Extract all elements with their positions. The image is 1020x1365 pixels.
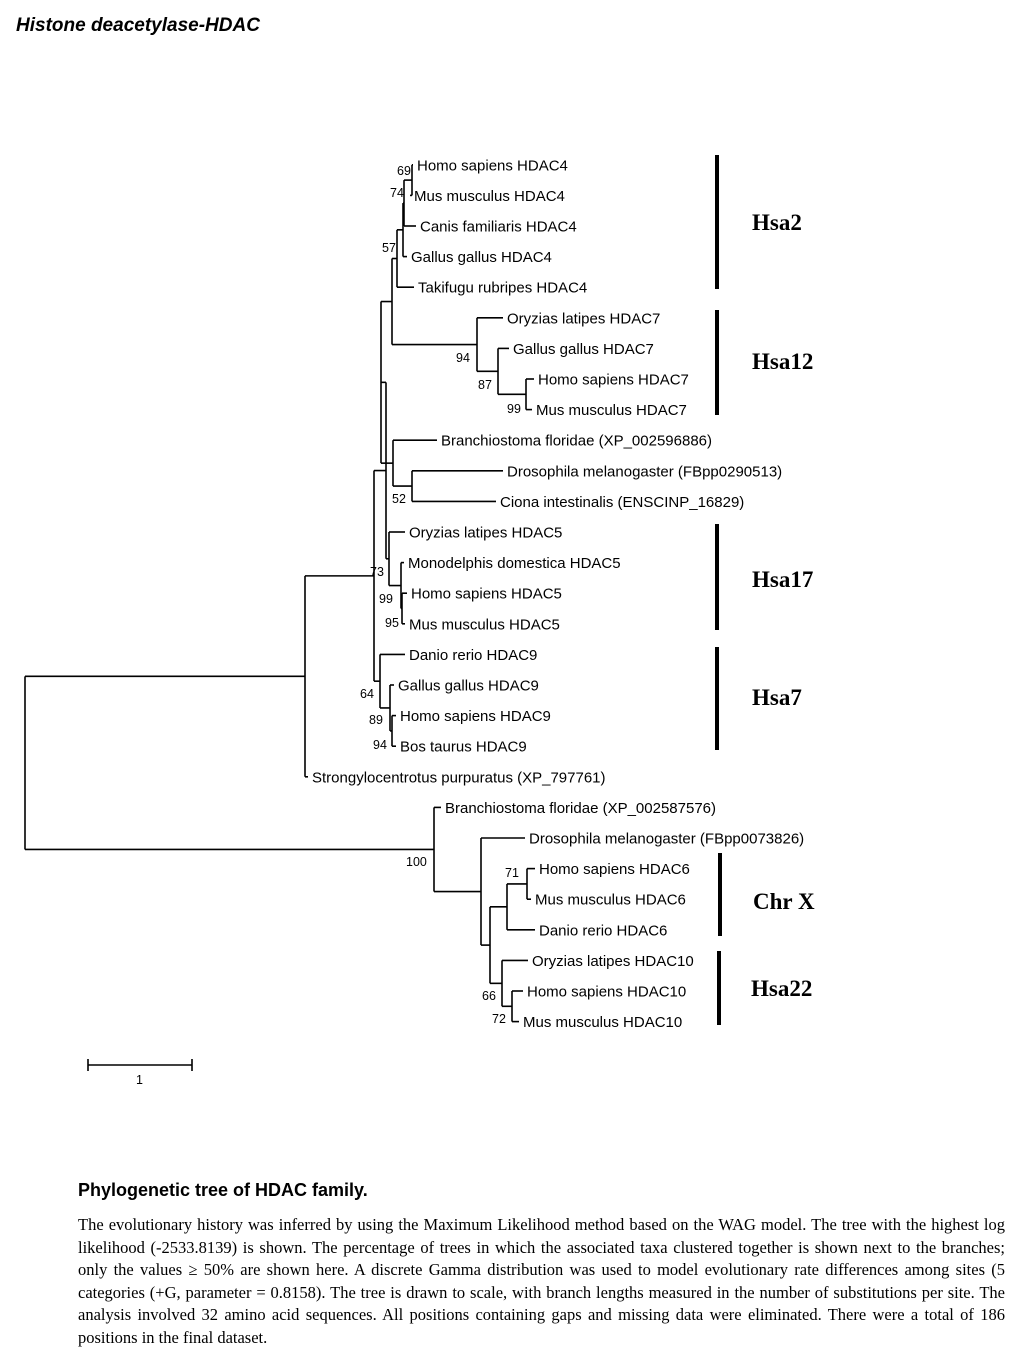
taxon-label-branchiostoma-floridae-xp-002596886: Branchiostoma floridae (XP_002596886)	[441, 433, 712, 450]
chromosome-label-hsa2: Hsa2	[752, 210, 802, 235]
taxon-label-homo-sapiens-hdac5: Homo sapiens HDAC5	[411, 586, 562, 603]
taxon-label-branchiostoma-floridae-xp-002587576: Branchiostoma floridae (XP_002587576)	[445, 800, 716, 817]
bootstrap-value: 94	[456, 351, 470, 365]
bootstrap-value: 52	[392, 492, 406, 506]
taxon-label-drosophila-melanogaster-fbpp0073826: Drosophila melanogaster (FBpp0073826)	[529, 831, 804, 848]
bootstrap-value: 99	[507, 402, 521, 416]
taxon-label-mus-musculus-hdac4: Mus musculus HDAC4	[414, 188, 565, 205]
bootstrap-value: 100	[406, 855, 427, 869]
taxon-label-drosophila-melanogaster-fbpp0290513: Drosophila melanogaster (FBpp0290513)	[507, 463, 782, 480]
taxon-label-danio-rerio-hdac6: Danio rerio HDAC6	[539, 922, 667, 939]
taxon-label-oryzias-latipes-hdac5: Oryzias latipes HDAC5	[409, 525, 562, 542]
taxon-label-danio-rerio-hdac9: Danio rerio HDAC9	[409, 647, 537, 664]
taxon-label-mus-musculus-hdac5: Mus musculus HDAC5	[409, 616, 560, 633]
bootstrap-values: 69 74 57 99 87 94 52 95 99 73 94 89 64 71 72 66 100	[360, 164, 521, 1026]
bootstrap-value: 57	[382, 241, 396, 255]
bootstrap-value: 72	[492, 1012, 506, 1026]
taxon-label-mus-musculus-hdac10: Mus musculus HDAC10	[523, 1014, 682, 1031]
taxon-label-mus-musculus-hdac6: Mus musculus HDAC6	[535, 892, 686, 909]
chromosome-label-chr-x: Chr X	[753, 889, 815, 914]
taxon-label-bos-taurus-hdac9: Bos taurus HDAC9	[400, 739, 527, 756]
bootstrap-value: 64	[360, 687, 374, 701]
figure-caption-body: The evolutionary history was inferred by…	[78, 1215, 1005, 1347]
bootstrap-value: 66	[482, 989, 496, 1003]
chromosome-label-hsa12: Hsa12	[752, 349, 813, 374]
taxon-label-homo-sapiens-hdac9: Homo sapiens HDAC9	[400, 708, 551, 725]
taxon-label-oryzias-latipes-hdac7: Oryzias latipes HDAC7	[507, 310, 660, 327]
taxon-label-ciona-intestinalis-enscinp-16829: Ciona intestinalis (ENSCINP_16829)	[500, 494, 744, 511]
chromosome-label-hsa22: Hsa22	[751, 976, 812, 1001]
bootstrap-value: 95	[385, 616, 399, 630]
taxon-label-oryzias-latipes-hdac10: Oryzias latipes HDAC10	[532, 953, 694, 970]
chromosome-label-hsa17: Hsa17	[752, 567, 813, 592]
taxon-label-homo-sapiens-hdac10: Homo sapiens HDAC10	[527, 984, 686, 1001]
taxon-label-homo-sapiens-hdac7: Homo sapiens HDAC7	[538, 372, 689, 389]
tree-branches	[24, 164, 535, 1023]
bootstrap-value: 87	[478, 378, 492, 392]
taxon-label-strongylocentrotus-purpuratus-xp-797761: Strongylocentrotus purpuratus (XP_797761…	[312, 769, 606, 786]
chromosome-label-hsa7: Hsa7	[752, 685, 802, 710]
bootstrap-value: 74	[390, 186, 404, 200]
bootstrap-value: 73	[370, 565, 384, 579]
taxon-label-mus-musculus-hdac7: Mus musculus HDAC7	[536, 402, 687, 419]
scale-bar-label: 1	[136, 1073, 143, 1087]
page-title: Histone deacetylase-HDAC	[16, 15, 260, 36]
figure-caption-title: Phylogenetic tree of HDAC family.	[78, 1180, 368, 1200]
scale-bar: 1	[87, 1059, 193, 1087]
taxon-label-homo-sapiens-hdac4: Homo sapiens HDAC4	[417, 157, 568, 174]
bootstrap-value: 69	[397, 164, 411, 178]
taxon-label-gallus-gallus-hdac9: Gallus gallus HDAC9	[398, 678, 539, 695]
taxon-label-monodelphis-domestica-hdac5: Monodelphis domestica HDAC5	[408, 555, 621, 572]
taxon-label-gallus-gallus-hdac7: Gallus gallus HDAC7	[513, 341, 654, 358]
bootstrap-value: 99	[379, 592, 393, 606]
bootstrap-value: 89	[369, 713, 383, 727]
taxon-label-canis-familiaris-hdac4: Canis familiaris HDAC4	[420, 219, 577, 236]
taxon-label-gallus-gallus-hdac4: Gallus gallus HDAC4	[411, 249, 552, 266]
taxon-label-homo-sapiens-hdac6: Homo sapiens HDAC6	[539, 861, 690, 878]
bootstrap-value: 94	[373, 738, 387, 752]
taxon-label-takifugu-rubripes-hdac4: Takifugu rubripes HDAC4	[418, 280, 587, 297]
bootstrap-value: 71	[505, 866, 519, 880]
